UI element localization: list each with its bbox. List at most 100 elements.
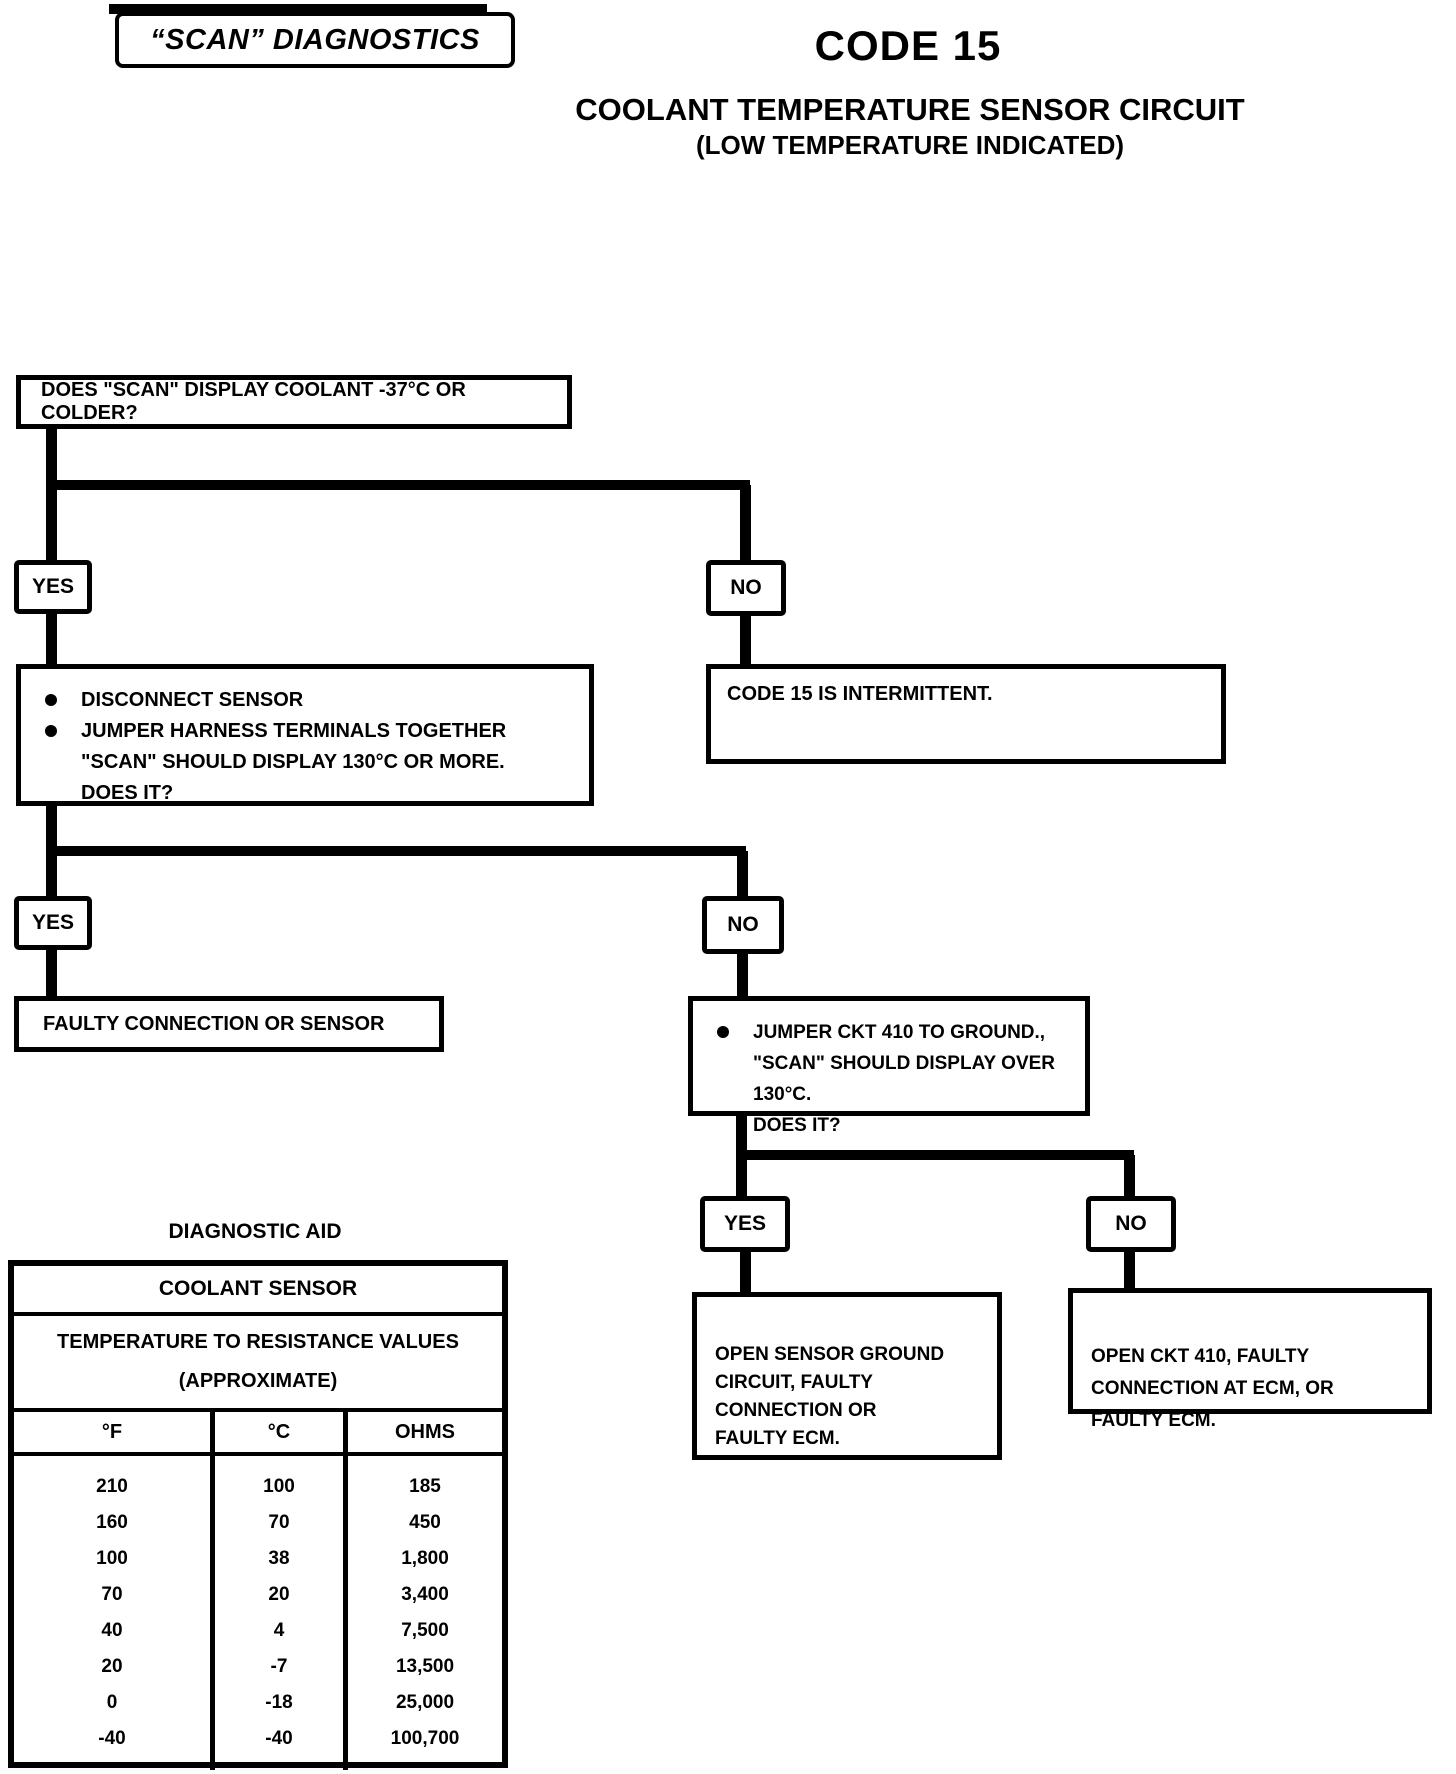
scan-diagnostics-label: “SCAN” DIAGNOSTICS — [150, 23, 480, 56]
yes-label: YES — [31, 911, 75, 934]
action-text: DOES IT? — [81, 782, 174, 804]
action-text: "SCAN" SHOULD DISPLAY OVER 130°C. — [753, 1053, 1056, 1105]
bullet-cell — [709, 1048, 753, 1110]
table-cell: 100,700 — [390, 1728, 460, 1749]
bullet-cell — [37, 716, 81, 747]
table-cell: 0 — [106, 1692, 118, 1713]
table-cell: 70 — [101, 1584, 123, 1605]
branch-no-3: NO — [1086, 1196, 1176, 1252]
connector-line — [1124, 1252, 1135, 1288]
table-cell: 38 — [268, 1548, 290, 1569]
connector-line — [740, 616, 751, 664]
table-cell: 210 — [96, 1476, 128, 1497]
question-text: DOES "SCAN" DISPLAY COOLANT -37°C OR COL… — [41, 379, 466, 424]
table-title: COOLANT SENSOR — [14, 1266, 502, 1316]
yes-label: YES — [723, 1212, 767, 1235]
diagnostic-aid-label: DIAGNOSTIC AID — [168, 1220, 342, 1243]
branch-yes-1: YES — [14, 560, 92, 614]
action-line: JUMPER CKT 410 TO GROUND., — [709, 1017, 1075, 1048]
branch-yes-3: YES — [700, 1196, 790, 1252]
bullet-icon — [717, 1026, 729, 1038]
connector-line — [737, 851, 748, 896]
bullet-cell — [37, 778, 81, 809]
col-header-ohms: OHMS — [395, 1420, 455, 1443]
connector-line — [737, 954, 748, 996]
action-text: JUMPER CKT 410 TO GROUND., — [753, 1022, 1046, 1043]
col-header-f: °F — [14, 1412, 215, 1452]
connector-line — [740, 485, 751, 560]
result-code15-intermittent-box: CODE 15 IS INTERMITTENT. — [706, 664, 1226, 764]
table-cell: 20 — [101, 1656, 123, 1677]
table-cell: 100 — [263, 1476, 295, 1497]
connector-line — [46, 480, 750, 490]
connector-line — [46, 846, 746, 856]
table-cell: 13,500 — [395, 1656, 455, 1677]
bullet-icon — [45, 694, 57, 706]
table-cell: 185 — [409, 1476, 441, 1497]
table-subtitle: TEMPERATURE TO RESISTANCE VALUES (APPROX… — [14, 1316, 502, 1412]
table-cell: 4 — [273, 1620, 285, 1641]
action-line: "SCAN" SHOULD DISPLAY OVER 130°C. — [709, 1048, 1075, 1110]
connector-line — [46, 950, 57, 996]
branch-no-1: NO — [706, 560, 786, 616]
page-subtitle-2: (LOW TEMPERATURE INDICATED) — [696, 130, 1124, 160]
action-line: DOES IT? — [709, 1110, 1075, 1141]
page-subtitle: COOLANT TEMPERATURE SENSOR CIRCUIT — [575, 92, 1245, 127]
action-line: DOES IT? — [37, 778, 579, 809]
table-subtitle-line2: (APPROXIMATE) — [178, 1369, 338, 1392]
table-cell: -40 — [98, 1728, 126, 1749]
bullet-icon — [45, 725, 57, 737]
action-line: DISCONNECT SENSOR — [37, 685, 579, 716]
action-line: "SCAN" SHOULD DISPLAY 130°C OR MORE. — [37, 747, 579, 778]
page-title: CODE 15 — [814, 22, 1002, 69]
column-fahrenheit: 210 160 100 70 40 20 0 -40 — [14, 1456, 215, 1770]
no-label: NO — [1115, 1212, 1147, 1235]
column-ohms: 185 450 1,800 3,400 7,500 13,500 25,000 … — [348, 1456, 502, 1770]
connector-line — [46, 614, 57, 664]
result-text: OPEN SENSOR GROUND CIRCUIT, FAULTY CONNE… — [715, 1344, 945, 1449]
table-cell: 40 — [101, 1620, 123, 1641]
table-header-row: °F °C OHMS — [14, 1412, 502, 1456]
result-text: FAULTY CONNECTION OR SENSOR — [43, 1012, 385, 1035]
table-cell: 20 — [268, 1584, 290, 1605]
no-label: NO — [730, 576, 762, 599]
result-text: OPEN CKT 410, FAULTY CONNECTION AT ECM, … — [1091, 1346, 1334, 1431]
table-cell: 450 — [409, 1512, 441, 1533]
connector-line — [1124, 1155, 1135, 1196]
bullet-cell — [709, 1017, 753, 1048]
no-label: NO — [727, 913, 759, 936]
branch-yes-2: YES — [14, 896, 92, 950]
result-open-ckt410-box: OPEN CKT 410, FAULTY CONNECTION AT ECM, … — [1068, 1288, 1432, 1431]
yes-label: YES — [31, 575, 75, 598]
action-text: DISCONNECT SENSOR — [81, 689, 304, 711]
action-disconnect-sensor-box: DISCONNECT SENSOR JUMPER HARNESS TERMINA… — [16, 664, 594, 806]
action-text: DOES IT? — [753, 1115, 841, 1136]
action-text: JUMPER HARNESS TERMINALS TOGETHER — [81, 720, 507, 742]
table-body: 210 160 100 70 40 20 0 -40 100 70 38 20 … — [14, 1456, 502, 1770]
table-cell: 25,000 — [395, 1692, 455, 1713]
connector-line — [736, 1150, 1134, 1160]
table-cell: 100 — [96, 1548, 128, 1569]
table-cell: 160 — [96, 1512, 128, 1533]
table-cell: 70 — [268, 1512, 290, 1533]
action-jumper-ckt410-box: JUMPER CKT 410 TO GROUND., "SCAN" SHOULD… — [688, 996, 1090, 1136]
table-cell: -40 — [265, 1728, 293, 1749]
action-text: "SCAN" SHOULD DISPLAY 130°C OR MORE. — [81, 751, 505, 773]
table-cell: 3,400 — [401, 1584, 449, 1605]
table-cell: 7,500 — [401, 1620, 449, 1641]
question-scan-display-colder: DOES "SCAN" DISPLAY COOLANT -37°C OR COL… — [16, 375, 572, 429]
table-cell: 1,800 — [401, 1548, 449, 1569]
connector-line — [46, 429, 57, 560]
table-subtitle-line1: TEMPERATURE TO RESISTANCE VALUES — [57, 1331, 459, 1354]
scan-diagnostics-title-box: “SCAN” DIAGNOSTICS — [109, 4, 515, 68]
action-line: JUMPER HARNESS TERMINALS TOGETHER — [37, 716, 579, 747]
result-open-sensor-ground-box: OPEN SENSOR GROUND CIRCUIT, FAULTY CONNE… — [692, 1292, 1002, 1460]
coolant-sensor-table: COOLANT SENSOR TEMPERATURE TO RESISTANCE… — [8, 1260, 508, 1770]
bullet-cell — [37, 685, 81, 716]
branch-no-2: NO — [702, 896, 784, 954]
result-faulty-connection-box: FAULTY CONNECTION OR SENSOR — [14, 996, 444, 1052]
table-cell: -18 — [265, 1692, 293, 1713]
table-cell: -7 — [270, 1656, 288, 1677]
col-header-c: °C — [215, 1412, 348, 1452]
